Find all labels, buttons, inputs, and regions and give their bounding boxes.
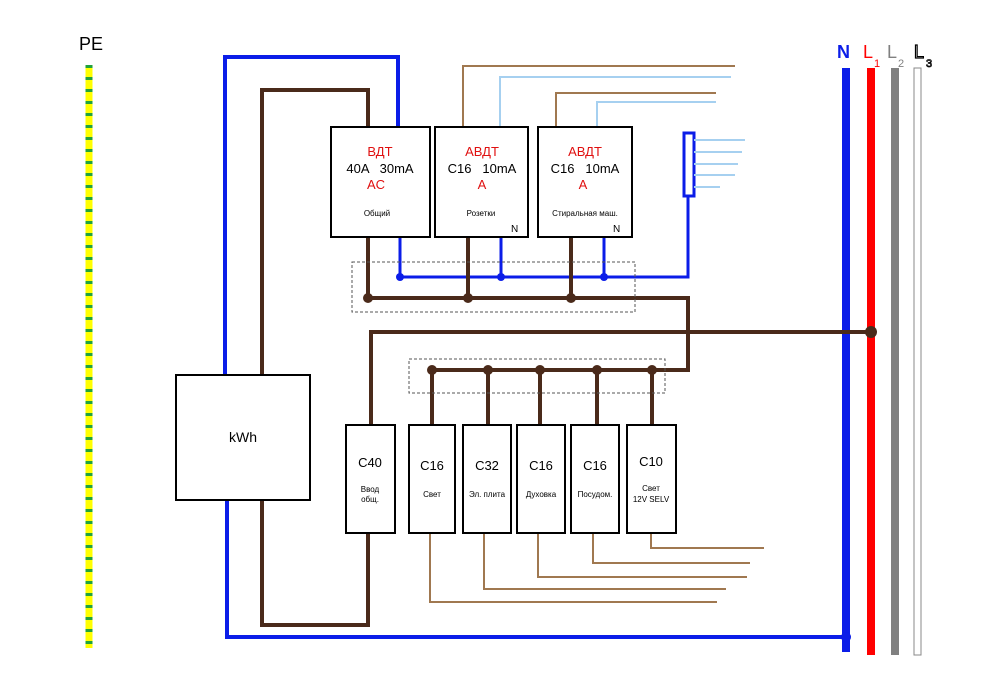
breaker-name: Ввод xyxy=(361,485,380,494)
rcbo-washer-class: A xyxy=(579,177,588,192)
rcbo-outgoing-wires xyxy=(462,65,735,127)
rcd-main-name: Общий xyxy=(364,209,390,218)
phase-node-3 xyxy=(566,293,576,303)
rcbo-washer: АВДТ C16 10mA A Стиральная маш. N xyxy=(537,126,633,238)
rcbo-washer-n-mark: N xyxy=(613,224,620,235)
pe-label: PE xyxy=(79,34,103,54)
l1-sub: 1 xyxy=(874,58,880,70)
rcbo-washer-type: АВДТ xyxy=(568,144,602,159)
l2-sub: 2 xyxy=(898,58,904,70)
energy-meter xyxy=(175,374,311,501)
breaker-rating: C16 xyxy=(420,458,444,473)
breaker-name: Свет xyxy=(642,484,660,493)
rcd-main-rating: 40A 30mA xyxy=(346,161,414,176)
phase-c40-to-l1 xyxy=(369,330,871,425)
neutral-meter-to-bus xyxy=(225,500,846,639)
breaker-name: Свет xyxy=(423,490,441,499)
breaker-rating: C10 xyxy=(639,454,663,469)
rcbo-sockets-name: Розетки xyxy=(467,209,496,218)
neutral-outgoing-wires xyxy=(694,139,745,188)
phase-node-1 xyxy=(363,293,373,303)
phase-to-meter xyxy=(260,88,370,375)
neutral-junction xyxy=(841,632,851,642)
rcbo-sockets: АВДТ C16 10mA A Розетки N xyxy=(434,126,529,238)
breaker-c16-dishwasher: C16 Посудом. xyxy=(570,424,620,534)
lower-group-outline xyxy=(408,358,666,394)
rcbo-washer-name: Стиральная маш. xyxy=(552,209,618,218)
rcd-main-class: AC xyxy=(367,177,385,192)
l1-junction xyxy=(865,326,877,338)
breaker-c32-stove: C32 Эл. плита xyxy=(462,424,512,534)
breaker-rating: C40 xyxy=(358,455,382,470)
l2-label: L xyxy=(887,42,897,62)
neutral-to-rcd xyxy=(223,55,400,375)
rcbo-sockets-n-mark: N xyxy=(511,224,518,235)
breaker-name: Духовка xyxy=(526,490,557,499)
breaker-c10-selv-light: C10 Свет 12V SELV xyxy=(626,424,677,534)
phase-node-2 xyxy=(463,293,473,303)
breaker-c16-light: C16 Свет xyxy=(408,424,456,534)
rcbo-sockets-type: АВДТ xyxy=(465,144,499,159)
rcbo-washer-rating: C16 10mA xyxy=(551,161,620,176)
rcbo-sockets-class: A xyxy=(478,177,487,192)
breaker-c40-main: C40 Ввод общ. xyxy=(345,424,396,534)
breaker-name: Посудом. xyxy=(578,490,613,499)
neutral-bridge xyxy=(398,195,690,279)
breaker-name: Эл. плита xyxy=(469,490,506,499)
breaker-rating: C16 xyxy=(583,458,607,473)
meter-label: kWh xyxy=(229,429,257,445)
breaker-rating: C32 xyxy=(475,458,499,473)
rcbo-sockets-rating: C16 10mA xyxy=(448,161,517,176)
phase-lower-nodes xyxy=(427,365,657,375)
neutral-node-2 xyxy=(497,273,505,281)
breaker-c16-oven: C16 Духовка xyxy=(516,424,566,534)
neutral-node-3 xyxy=(600,273,608,281)
l3-busbar xyxy=(913,67,922,656)
breaker-name-2: 12V SELV xyxy=(633,495,670,504)
l3-label: L xyxy=(914,42,924,62)
n-label: N xyxy=(837,42,850,62)
phase-lower-drops xyxy=(430,370,654,425)
breaker-rating: C16 xyxy=(529,458,553,473)
rcd-main-type: ВДТ xyxy=(367,144,392,159)
neutral-node-1 xyxy=(396,273,404,281)
breaker-outgoing-wires xyxy=(429,533,764,603)
l3-sub: 3 xyxy=(926,58,932,70)
upper-group-outline xyxy=(351,261,636,313)
breaker-name-2: общ. xyxy=(361,495,379,504)
rcd-main: ВДТ 40A 30mA AC Общий xyxy=(330,126,431,238)
l1-label: L xyxy=(863,42,873,62)
phase-rcd-bus xyxy=(366,237,690,372)
neutral-terminal-block xyxy=(682,131,696,198)
phase-meter-to-c40 xyxy=(260,500,370,627)
